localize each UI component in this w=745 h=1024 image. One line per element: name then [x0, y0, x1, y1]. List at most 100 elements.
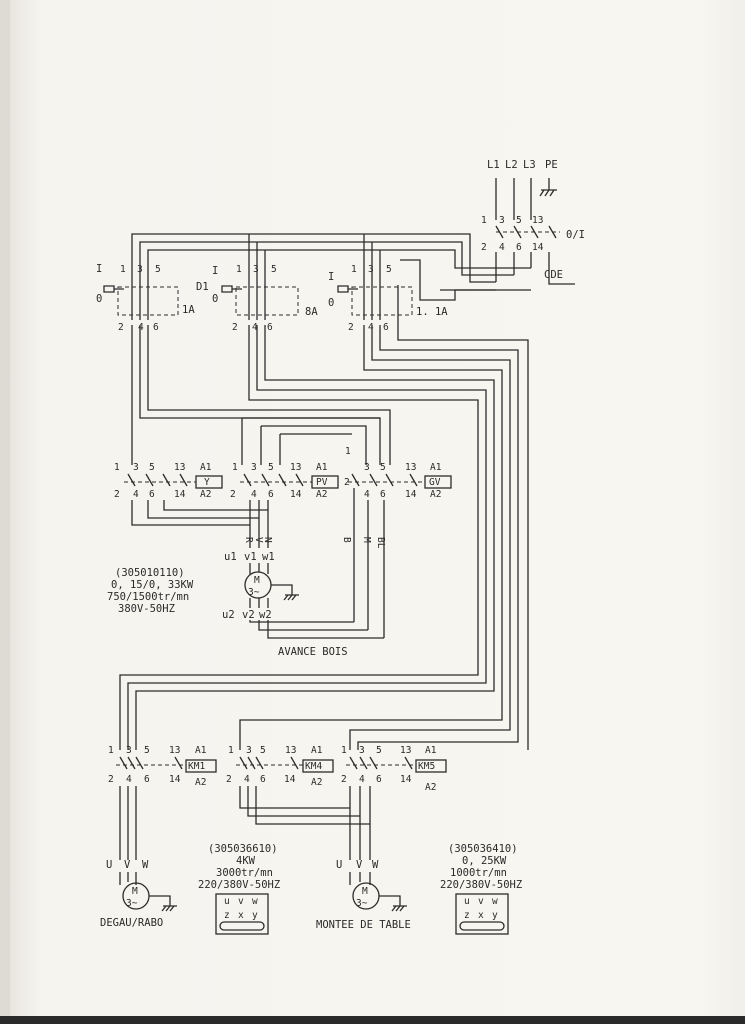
breaker-1-rating: 1A	[182, 304, 195, 316]
breaker-3: I 0 1 3 5 1. 1A 2 4 6	[328, 264, 448, 333]
contactor-km5: 1 3 5 13 A1 KM5 2 4 6 14 A2	[341, 745, 447, 860]
contactor-y-bottom-4: 4	[133, 489, 139, 500]
contactor-km4-coil	[302, 759, 334, 773]
montee-spec-speed: 1000tr/mn	[450, 867, 507, 879]
breaker-2: I D1 0 1 3 5 8A 2 4 6	[196, 264, 318, 333]
contactor-km1-outputs	[119, 786, 137, 860]
degau-terminal-w: W	[142, 859, 149, 871]
wire-color-b: B	[341, 537, 352, 543]
montee-title: MONTEE DE TABLE	[316, 919, 411, 931]
contactor-km5-coil-label: KM5	[418, 761, 435, 772]
phase-label-l3: L3	[523, 159, 536, 171]
contactor-gv-bottom-6: 6	[380, 489, 386, 500]
motor-montee: U V W M 3~ MONTEE DE TABLE (305036410) 0…	[316, 843, 522, 935]
phase-label-l2: L2	[505, 159, 518, 171]
breaker-1-bottom-6: 6	[153, 322, 159, 333]
breaker-2-rating: 8A	[305, 306, 318, 318]
breaker-2-bottom-2: 2	[232, 322, 238, 333]
montee-motor-m: M	[362, 886, 368, 897]
breaker-2-off: 0	[212, 293, 218, 305]
montee-box-y: y	[492, 910, 498, 921]
contactor-pv-contacts	[243, 473, 304, 487]
breaker-1-on: I	[96, 263, 102, 275]
wire-color-n: N	[262, 537, 273, 543]
wire-color-bl: BL	[375, 537, 386, 549]
contactor-km5-contacts	[349, 756, 413, 770]
contactor-km1-top-13: 13	[169, 745, 180, 756]
contactor-pv-top-13: 13	[290, 462, 301, 473]
contactor-y-bottom-14: 14	[174, 489, 186, 500]
earth-symbol-avance	[271, 584, 299, 601]
degau-box-x: x	[238, 910, 244, 921]
breaker-2-bottom-4: 4	[252, 322, 258, 333]
montee-terminal-u: U	[336, 859, 342, 871]
supply-lines	[495, 178, 550, 220]
contactor-km1-a1: A1	[195, 745, 207, 756]
contactor-km5-a2: A2	[425, 782, 436, 793]
contactor-y-a2: A2	[200, 489, 211, 500]
breaker-3-top-1: 1	[351, 264, 357, 275]
contactor-km1-top-1: 1	[108, 745, 114, 756]
contactor-km4: 1 3 5 13 A1 KM4 2 4 6 14 A2	[226, 745, 370, 825]
contactor-pv-coil-label: PV	[316, 477, 328, 488]
contactor-km5-a1: A1	[425, 745, 437, 756]
contactor-gv-left-2: 2	[344, 477, 350, 488]
breaker-2-bottom-6: 6	[267, 322, 273, 333]
motor-avance-spec-speed: 750/1500tr/mn	[107, 591, 189, 603]
contactor-y-coil-label: Y	[204, 477, 210, 488]
page-bottom-edge	[0, 1016, 745, 1024]
contactor-pv-coil	[311, 475, 339, 489]
breaker-1-top-5: 5	[155, 264, 161, 275]
montee-box-z: z	[464, 910, 470, 921]
contactor-km4-outputs	[239, 786, 370, 825]
montee-spec-ref: (305036410)	[448, 843, 518, 855]
contactor-km5-bottom-2: 2	[341, 774, 347, 785]
main-switch-bottom-2: 2	[481, 242, 487, 253]
contactor-gv-contacts	[351, 473, 418, 487]
breaker-2-top-3: 3	[253, 264, 259, 275]
phase-label-pe: PE	[545, 159, 558, 171]
contactor-gv-top-1: 1	[345, 446, 351, 457]
contactor-y-top-5: 5	[149, 462, 155, 473]
degau-motor-m: M	[132, 886, 138, 897]
contactor-gv-bottom-4: 4	[364, 489, 370, 500]
phase-label-l1: L1	[487, 159, 500, 171]
motor-avance-leads	[249, 563, 269, 574]
breaker-3-poles	[337, 282, 381, 320]
contactor-km1: 1 3 5 13 A1 KM1 2 4 6 14 A2	[108, 745, 217, 860]
contactor-km4-coil-label: KM4	[305, 761, 322, 772]
contactor-km4-top-13: 13	[285, 745, 296, 756]
terminal-w1: w1	[262, 551, 275, 563]
earth-symbol-supply	[539, 189, 557, 197]
wiring-avance-pv	[241, 418, 281, 465]
contactor-km5-coil	[415, 759, 447, 773]
contactor-pv-a1: A1	[316, 462, 328, 473]
breaker-1: I 0 1 3 5 1A 2 4 6	[96, 263, 195, 333]
contactor-y-top-3: 3	[133, 462, 139, 473]
contactor-pv-a2: A2	[316, 489, 327, 500]
breaker-2-poles	[221, 282, 266, 320]
wire-color-m: M	[361, 537, 372, 543]
contactor-y-top-1: 1	[114, 462, 120, 473]
contactor-gv-top-3: 3	[364, 462, 370, 473]
contactor-y-a1: A1	[200, 462, 212, 473]
montee-leads	[349, 872, 371, 885]
contactor-km5-top-1: 1	[341, 745, 347, 756]
montee-box-x: x	[478, 910, 484, 921]
contactor-gv-a2: A2	[430, 489, 441, 500]
contactor-km1-bottom-4: 4	[126, 774, 132, 785]
breaker-3-body	[351, 286, 413, 316]
terminal-w2: w2	[259, 609, 272, 621]
contactor-km4-a1: A1	[311, 745, 323, 756]
motor-avance-phase: 3~	[248, 587, 260, 598]
breaker-3-top-3: 3	[368, 264, 374, 275]
degau-box-v: v	[238, 896, 244, 907]
contactor-km5-bottom-14: 14	[400, 774, 412, 785]
contactor-km1-coil	[185, 759, 217, 773]
motor-avance-m: M	[254, 575, 260, 586]
montee-box-bridge	[459, 921, 505, 931]
contactor-gv-outputs	[353, 488, 385, 638]
degau-title: DEGAU/RABO	[100, 917, 163, 929]
breaker-3-on: I	[328, 271, 334, 283]
